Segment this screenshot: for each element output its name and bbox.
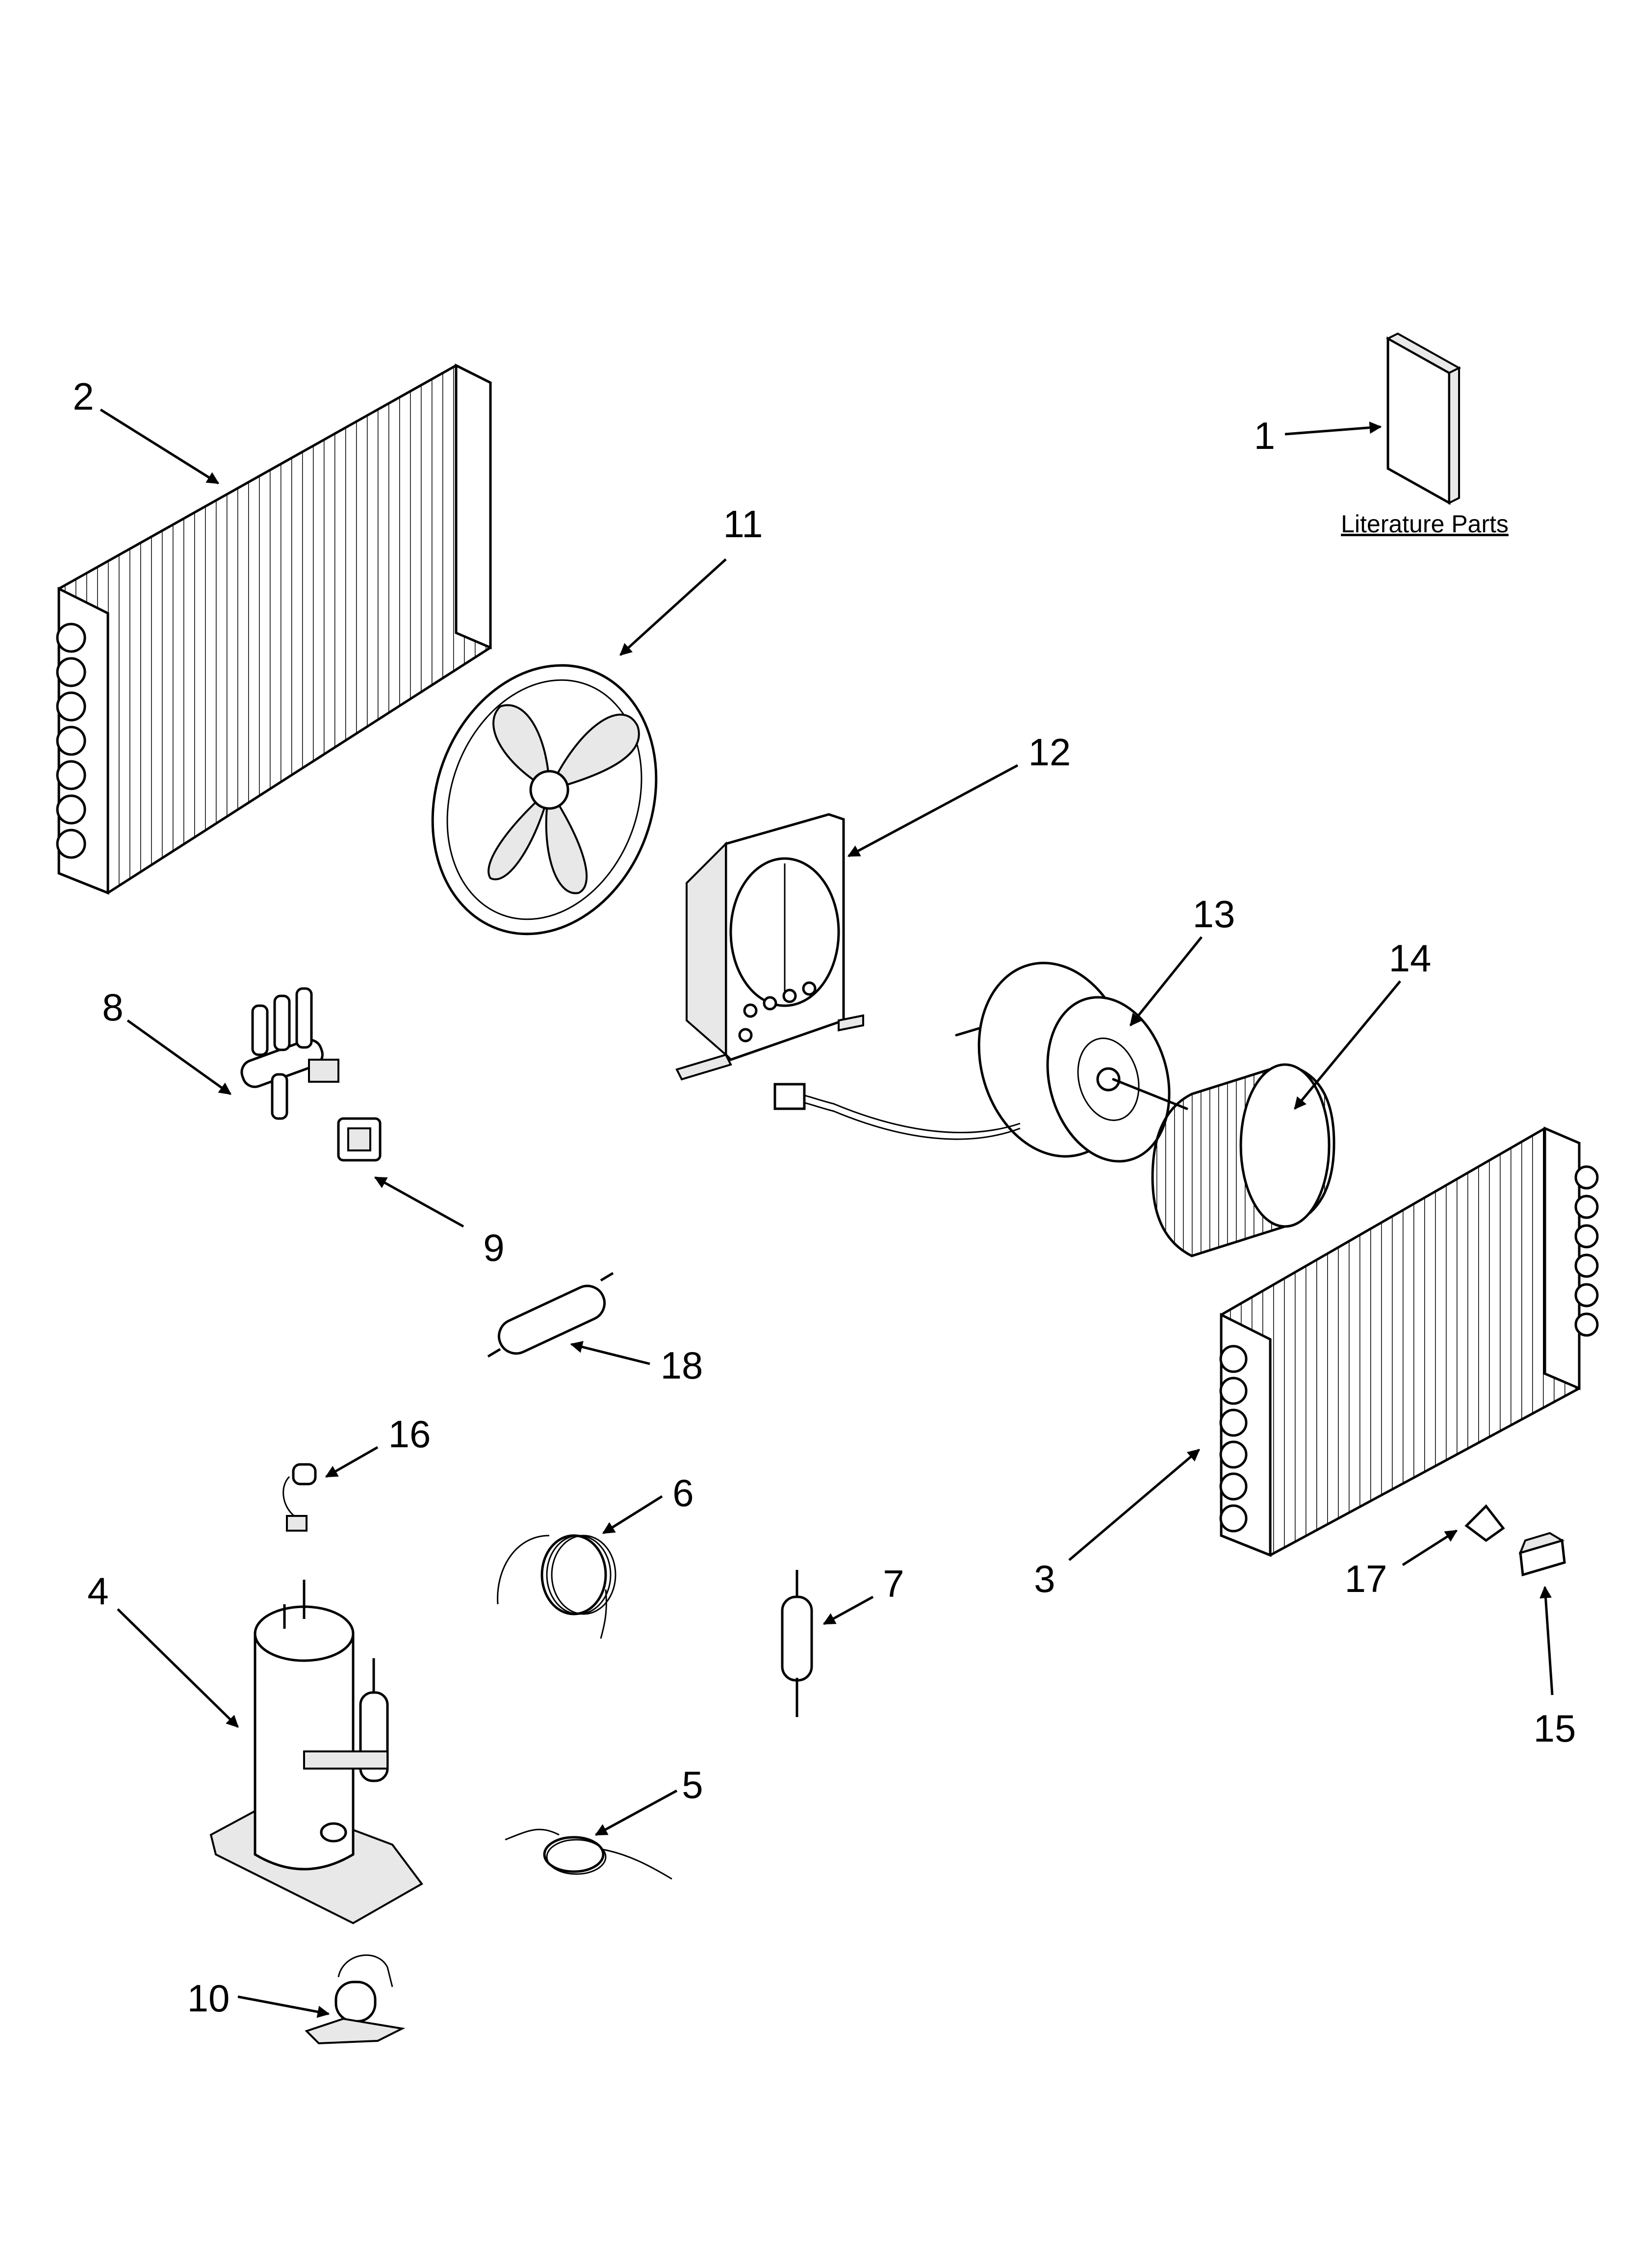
- compressor: [209, 1580, 423, 1925]
- drier: [487, 1272, 614, 1358]
- thermostat-sensor: [282, 1463, 317, 1532]
- callout-4: 4: [87, 1569, 108, 1613]
- callout-11: 11: [723, 502, 763, 546]
- evaporator-coil: [1219, 1126, 1599, 1557]
- callout-7: 7: [883, 1562, 904, 1605]
- literature-part: [1385, 332, 1462, 505]
- overload-protector: [305, 1954, 406, 2045]
- callout-2: 2: [73, 375, 94, 418]
- solenoid-coil: [337, 1117, 382, 1162]
- condenser-fan-blade: [431, 664, 658, 936]
- capillary-tube: [505, 1828, 672, 1880]
- callout-5: 5: [682, 1763, 703, 1806]
- motor-bracket: [675, 813, 864, 1081]
- callout-8: 8: [102, 986, 123, 1029]
- clip: [1464, 1504, 1505, 1542]
- callout-16: 16: [388, 1412, 431, 1456]
- callout-9: 9: [483, 1226, 504, 1269]
- callout-12: 12: [1028, 730, 1071, 774]
- callout-6: 6: [672, 1471, 693, 1514]
- bracket-clip: [1518, 1532, 1566, 1577]
- capillary-coil: [497, 1534, 616, 1639]
- accumulator: [781, 1570, 813, 1717]
- callout-18: 18: [661, 1344, 703, 1387]
- literature-caption: Literature Parts: [1341, 510, 1509, 538]
- callout-3: 3: [1034, 1557, 1055, 1600]
- callout-15: 15: [1534, 1707, 1576, 1750]
- callout-1: 1: [1254, 414, 1275, 457]
- blower-wheel: [1151, 1063, 1335, 1257]
- leader-lines: [100, 408, 1554, 2018]
- condenser-coil: [56, 363, 492, 895]
- callout-14: 14: [1389, 937, 1432, 980]
- fan-motor: [773, 962, 1188, 1163]
- callout-13: 13: [1193, 892, 1235, 936]
- callout-10: 10: [187, 1977, 230, 2020]
- callout-17: 17: [1345, 1557, 1387, 1600]
- reversing-valve: [240, 987, 339, 1120]
